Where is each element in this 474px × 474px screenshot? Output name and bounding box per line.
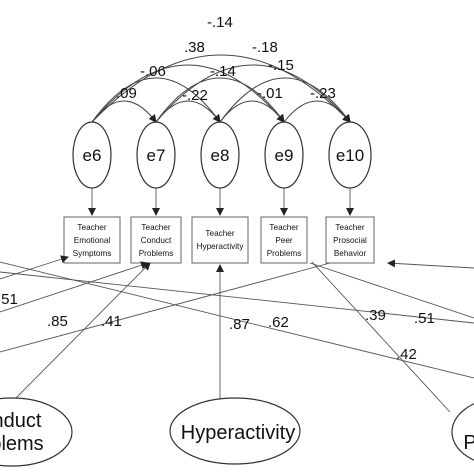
svg-text:Teacher: Teacher	[269, 223, 298, 232]
latent-hyperactivity: Hyperactivity	[169, 397, 301, 465]
indicator-teacher-hyperactivity: Teacher Hyperactivity	[191, 216, 249, 264]
indicator-boxes: Teacher Emotional Symptoms Teacher Condu…	[63, 216, 375, 264]
indicator-teacher-conduct-problems: Teacher Conduct Problems	[130, 216, 182, 264]
latent-right-partial: P	[451, 403, 474, 461]
svg-text:Symptoms: Symptoms	[73, 249, 112, 258]
residual-e7: e7	[136, 121, 176, 189]
residual-e6: e6	[72, 121, 112, 189]
loading-label-42: .42	[396, 346, 417, 363]
cov-label-e7-e9: -.14	[210, 63, 236, 80]
indicator-teacher-emotional-symptoms: Teacher Emotional Symptoms	[63, 216, 121, 264]
cov-arc-e7-e10	[148, 64, 351, 130]
cov-label-e6-e9: .38	[184, 39, 205, 56]
cov-arc-e6-e10	[84, 54, 351, 130]
svg-text:nduct: nduct	[0, 410, 42, 432]
covariance-labels: -.14 .38 -.18 -.06 -.14 -.15 .09 -.22 -.…	[116, 14, 336, 104]
indicator-teacher-prosocial-behavior: Teacher Prosocial Behavior	[325, 216, 375, 264]
residual-label: e9	[275, 146, 294, 165]
svg-text:Problems: Problems	[267, 249, 302, 258]
svg-text:Teacher: Teacher	[205, 229, 234, 238]
svg-text:Hyperactivity: Hyperactivity	[197, 242, 245, 251]
cov-arc-e8-e9	[212, 100, 285, 130]
cov-arc-e6-e7	[84, 100, 157, 130]
indicator-teacher-peer-problems: Teacher Peer Problems	[260, 216, 308, 264]
svg-text:P: P	[463, 432, 474, 454]
latent-factors: nduct blems Hyperactivity P	[0, 397, 474, 467]
svg-text:Emotional: Emotional	[74, 236, 111, 245]
cov-arc-e8-e10	[212, 77, 351, 131]
residual-label: e7	[147, 146, 166, 165]
residual-label: e8	[211, 146, 230, 165]
cov-label-e8-e9: -.01	[257, 85, 283, 102]
svg-text:Teacher: Teacher	[335, 223, 364, 232]
covariance-arcs	[84, 54, 351, 131]
svg-text:Hyperactivity: Hyperactivity	[181, 422, 295, 444]
residual-e10: e10	[328, 121, 372, 189]
svg-text:Behavior: Behavior	[334, 249, 367, 258]
svg-text:Peer: Peer	[275, 236, 293, 245]
loading-label-85: .85	[47, 313, 68, 330]
residual-e9: e9	[264, 121, 304, 189]
residual-e8: e8	[200, 121, 240, 189]
svg-text:Teacher: Teacher	[141, 223, 170, 232]
cov-label-e6-e8: -.06	[140, 63, 166, 80]
svg-text:blems: blems	[0, 433, 44, 455]
cov-label-e7-e8: -.22	[182, 87, 208, 104]
residual-label: e6	[83, 146, 102, 165]
loading-label-87: .87	[229, 316, 250, 333]
loading-paths	[0, 255, 474, 413]
cov-label-e6-e7: .09	[116, 85, 137, 102]
cov-label-e8-e10: -.15	[268, 57, 294, 74]
cov-arc-e9-e10	[276, 100, 351, 130]
latent-conduct-problems: nduct blems	[0, 397, 73, 467]
cov-arc-e6-e8	[84, 77, 221, 131]
cov-arc-e7-e9	[148, 77, 285, 131]
loading-label-51-left: .51	[0, 291, 18, 308]
loading-label-51-right: .51	[414, 310, 435, 327]
loading-labels: .51 .85 .41 .87 .62 .39 .51 .42	[0, 291, 435, 363]
svg-text:Teacher: Teacher	[77, 223, 106, 232]
loading-label-62: .62	[268, 314, 289, 331]
residual-arrows	[88, 188, 354, 216]
loading-label-41: .41	[101, 313, 122, 330]
svg-text:Prosocial: Prosocial	[333, 236, 367, 245]
svg-text:Conduct: Conduct	[141, 236, 172, 245]
loading-label-39: .39	[365, 307, 386, 324]
cov-arc-e7-e8	[148, 100, 221, 130]
cov-arc-e6-e9	[84, 64, 285, 130]
cov-label-e7-e10: -.18	[252, 39, 278, 56]
residual-label: e10	[336, 146, 364, 165]
svg-text:Problems: Problems	[139, 249, 174, 258]
cov-label-e6-e10: -.14	[207, 14, 233, 31]
residual-nodes: e6 e7 e8 e9 e10	[72, 121, 372, 189]
cov-label-e9-e10: -.23	[310, 85, 336, 102]
